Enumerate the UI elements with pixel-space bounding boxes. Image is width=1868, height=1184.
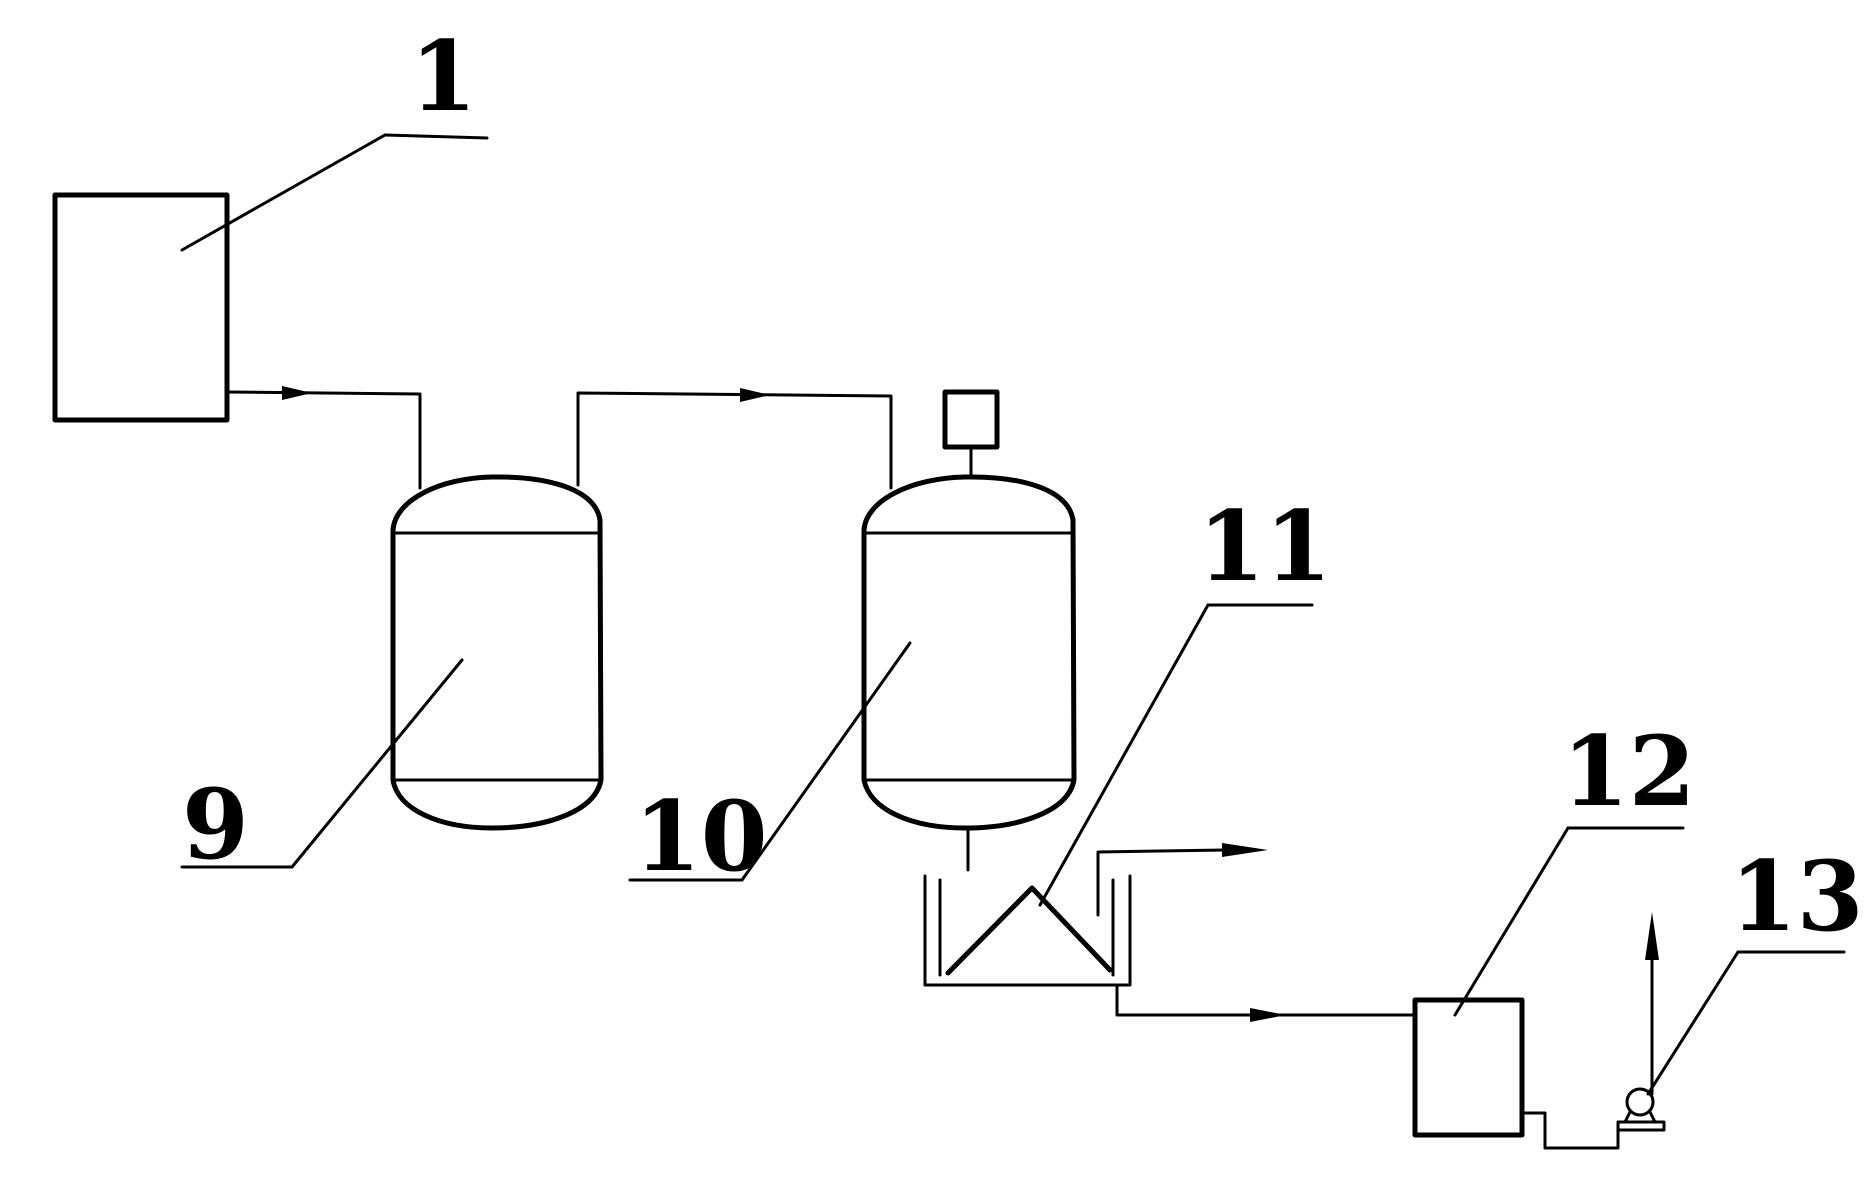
label-underline-1 bbox=[383, 133, 489, 140]
tank-9 bbox=[390, 474, 604, 831]
pump-13 bbox=[1616, 933, 1666, 1132]
tank-10 bbox=[861, 474, 1077, 831]
label-11: 11 bbox=[1198, 490, 1332, 603]
label-1: 1 bbox=[410, 20, 477, 133]
pipe-trough-to-box12 bbox=[1115, 983, 1417, 1017]
leader-line-10 bbox=[740, 641, 912, 882]
leader-line-9 bbox=[290, 658, 464, 869]
leader-line-13 bbox=[1646, 950, 1740, 1096]
pipe-box1-to-tank9 bbox=[225, 390, 422, 490]
feed-box-1 bbox=[52, 192, 230, 423]
leader-line-12 bbox=[1453, 826, 1570, 1017]
leader-line-1 bbox=[180, 133, 387, 252]
collection-box-12 bbox=[1412, 997, 1525, 1138]
flow-arrow-vent bbox=[1222, 843, 1268, 857]
label-12: 12 bbox=[1562, 715, 1696, 828]
flow-arrow-1 bbox=[282, 386, 312, 400]
pipe-trough-vent bbox=[1096, 848, 1227, 917]
pipe-box12-to-pump bbox=[1520, 1111, 1620, 1150]
flow-arrow-3 bbox=[1250, 1008, 1286, 1022]
label-9: 9 bbox=[182, 768, 249, 881]
leader-line-11 bbox=[1038, 603, 1210, 907]
agitator-motor bbox=[942, 389, 1000, 450]
trough-11 bbox=[923, 874, 1132, 987]
label-13: 13 bbox=[1730, 840, 1864, 953]
label-10: 10 bbox=[634, 780, 768, 893]
flow-arrow-up bbox=[1645, 912, 1659, 960]
pipe-tank9-to-tank10 bbox=[576, 391, 893, 490]
flow-arrow-2 bbox=[740, 388, 770, 402]
